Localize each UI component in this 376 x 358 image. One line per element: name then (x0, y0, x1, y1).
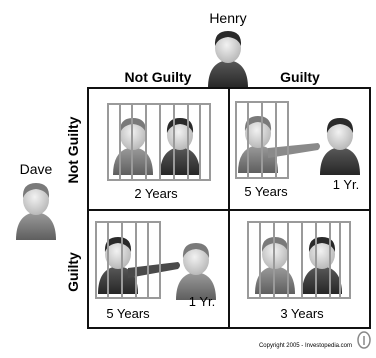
jail-bars (235, 101, 289, 179)
henry-figure (208, 31, 248, 88)
sentence-label: 1 Yr. (333, 177, 360, 192)
sentence-label: 1 Yr. (189, 294, 216, 309)
cell-guilty-not-guilty: 5 Years 1 Yr. (95, 221, 216, 321)
row-header-not-guilty: Not Guilty (65, 116, 81, 183)
investopedia-logo-icon (357, 331, 371, 349)
cell-guilty-guilty: 3 Years (247, 221, 351, 321)
sentence-label: 5 Years (106, 306, 150, 321)
cell-not-guilty-not-guilty: 2 Years (107, 103, 211, 201)
sentence-label: 3 Years (280, 306, 324, 321)
jail-bars (95, 221, 161, 299)
sentence-label: 5 Years (244, 184, 288, 199)
henry-label: Henry (209, 10, 246, 26)
payoff-matrix (87, 87, 371, 329)
column-header-guilty: Guilty (280, 69, 320, 85)
cell-not-guilty-guilty: 5 Years 1 Yr. (235, 101, 360, 199)
copyright-text: Copyright 2005 - Investopedia.com (259, 343, 352, 349)
pointing-arm (268, 143, 320, 158)
dave-figure (16, 183, 56, 240)
jail-bars (107, 103, 211, 181)
pointing-arm (128, 262, 180, 278)
column-header-not-guilty: Not Guilty (125, 69, 192, 85)
row-header-guilty: Guilty (65, 252, 81, 292)
sentence-label: 2 Years (134, 186, 178, 201)
dave-label: Dave (20, 161, 53, 177)
jail-bars (247, 221, 351, 299)
